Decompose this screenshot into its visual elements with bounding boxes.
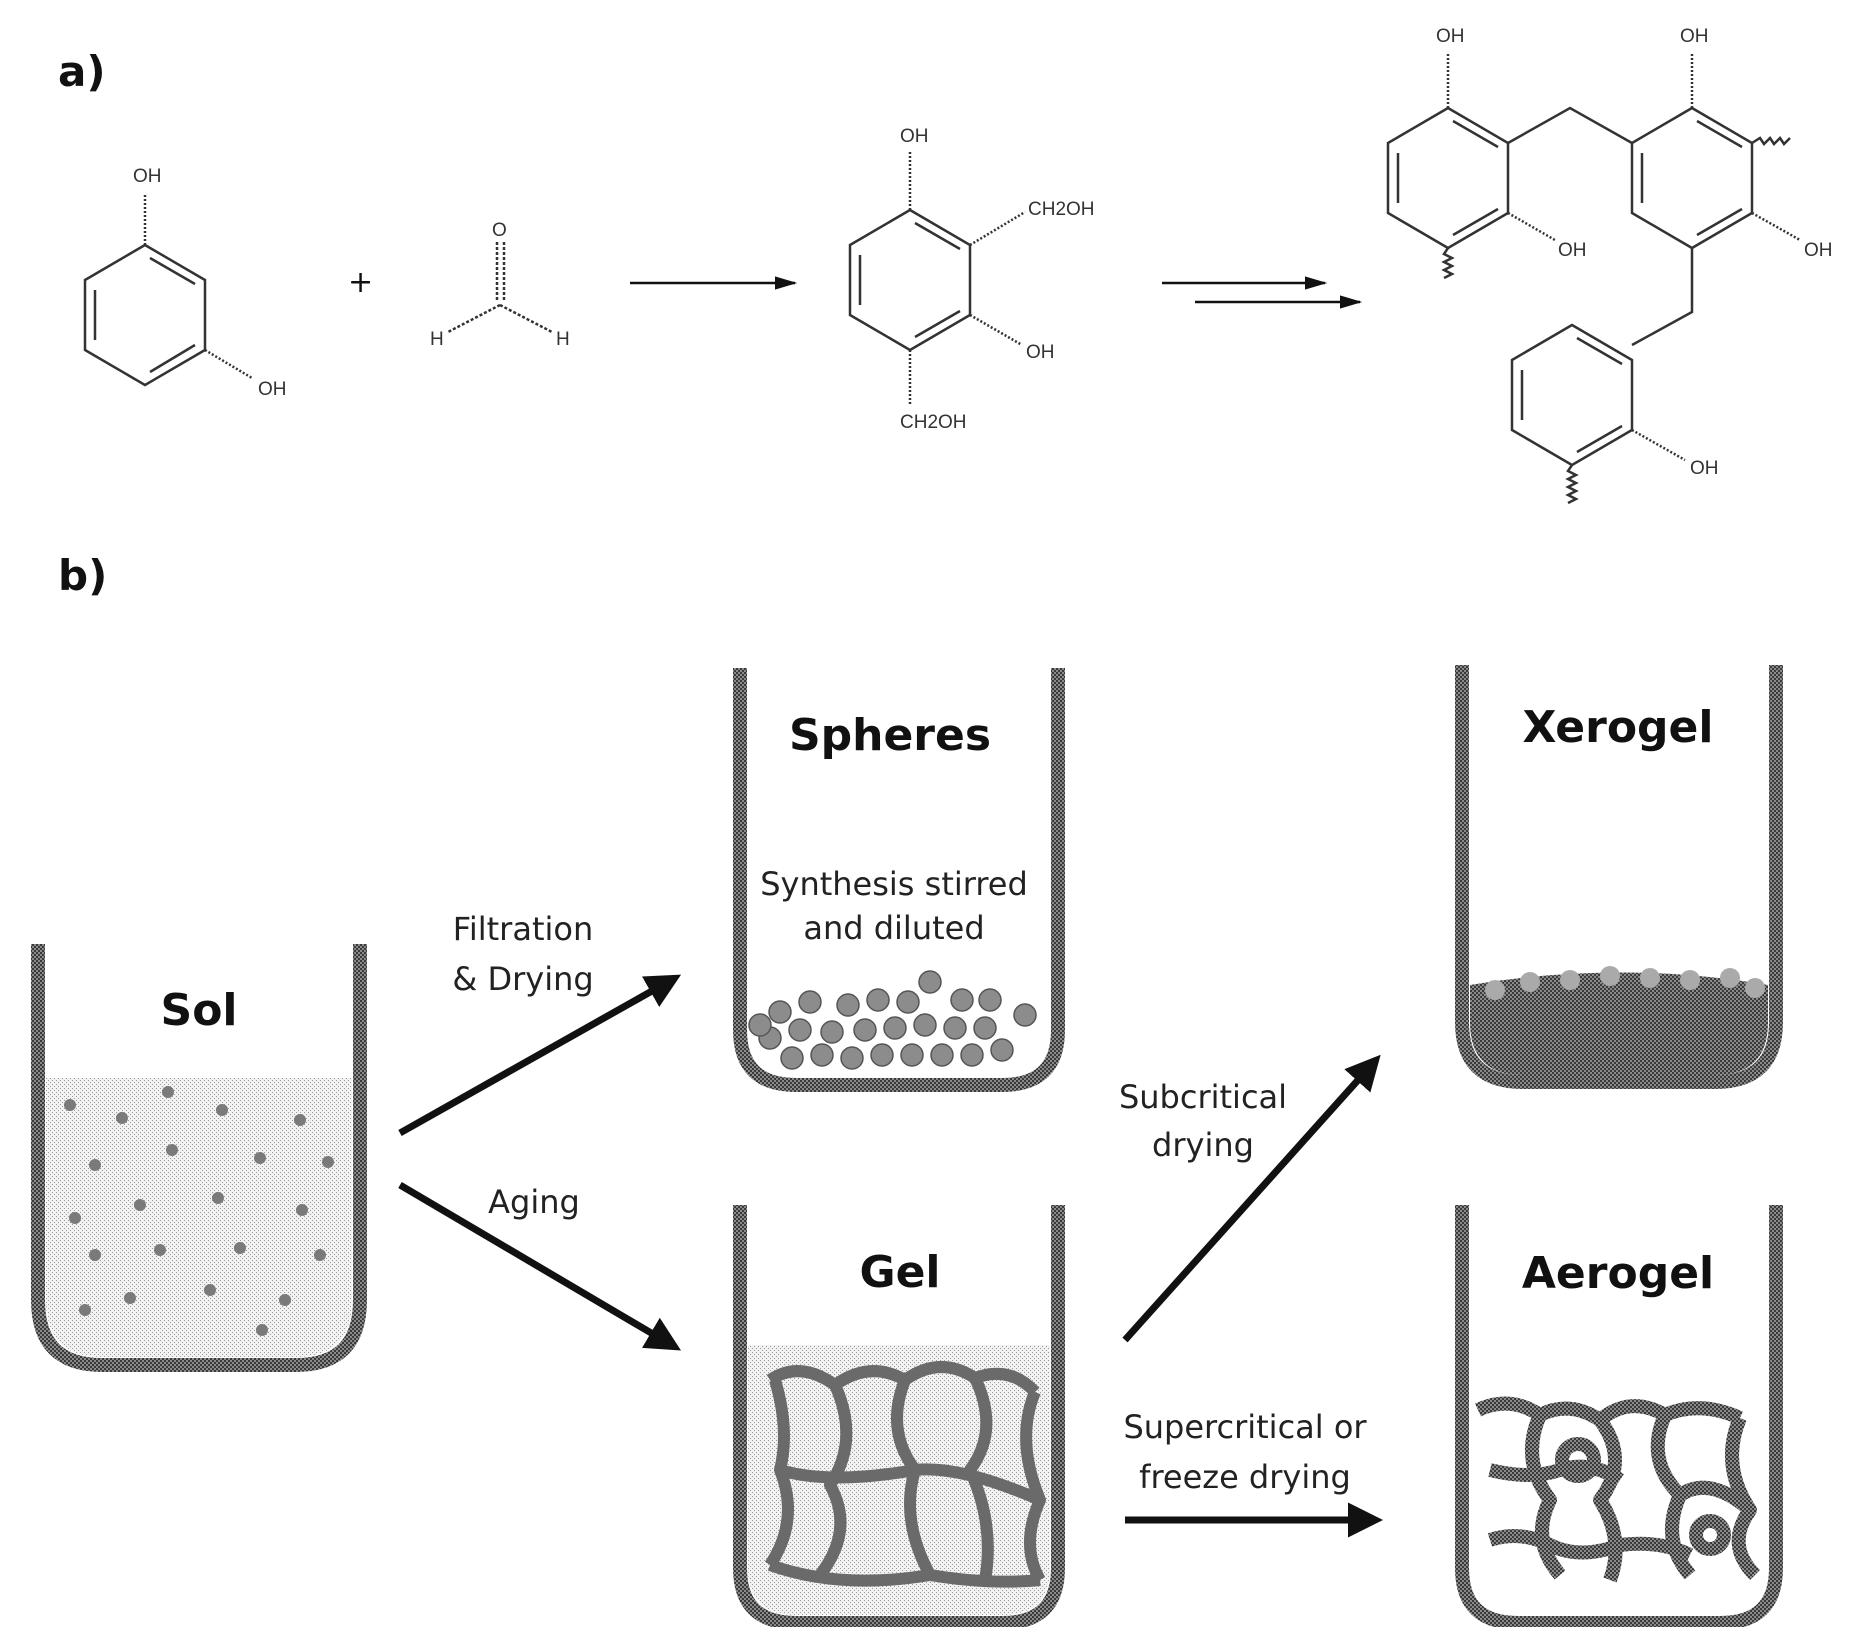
resorcinol-oh-top: OH — [133, 166, 162, 187]
polymer-bond — [1752, 213, 1800, 240]
intermediate-ch2oh-right: CH2OH — [1028, 199, 1095, 220]
xerogel-solid — [1470, 973, 1768, 1076]
polymer-oh-5: OH — [1690, 458, 1719, 479]
formaldehyde-o: O — [492, 220, 507, 241]
methylene-bridge — [1632, 248, 1692, 345]
intermediate-ring — [850, 210, 970, 350]
polymer-bond — [1632, 430, 1685, 460]
spheres-label: Spheres — [789, 710, 991, 761]
step-subcritical-line-2: drying — [1152, 1126, 1254, 1164]
formaldehyde-h-right: H — [556, 329, 570, 350]
intermediate-oh-top: OH — [900, 126, 929, 147]
gel-label: Gel — [859, 1247, 940, 1298]
resorcinol-oh-bottom: OH — [258, 379, 287, 400]
formaldehyde-h-left: H — [430, 329, 444, 350]
sol-label: Sol — [161, 985, 238, 1036]
formaldehyde-molecule — [448, 242, 552, 332]
polymer-oh-3: OH — [1558, 240, 1587, 261]
polymer-oh-2: OH — [1680, 26, 1709, 47]
panel-b-label: b) — [58, 551, 107, 600]
polymer-network — [1388, 52, 1800, 503]
step-filtration-line-1: Filtration — [453, 910, 593, 948]
ch-bond — [500, 305, 552, 332]
step-supercritical-line-1: Supercritical or — [1123, 1408, 1367, 1446]
polymer-wavy-bond — [1568, 465, 1576, 503]
sol-liquid — [46, 1078, 352, 1357]
polymer-ring-1 — [1388, 108, 1508, 248]
polymer-wavy-bond — [1752, 138, 1790, 144]
plus-sign: + — [348, 265, 373, 300]
xerogel-label: Xerogel — [1523, 702, 1714, 753]
polymer-ring-3 — [1512, 325, 1632, 465]
methylene-bridge — [1508, 108, 1632, 143]
spheres-particles — [749, 971, 1036, 1069]
panel-a-label: a) — [58, 47, 106, 96]
resorcinol-bond — [205, 350, 252, 378]
step-aging: Aging — [488, 1183, 580, 1221]
intermediate-molecule — [850, 150, 1025, 405]
polymer-bond — [1508, 213, 1555, 240]
polymer-ring-2 — [1632, 108, 1752, 248]
intermediate-bond — [970, 212, 1025, 245]
arrow-sol-to-spheres — [400, 978, 675, 1133]
aerogel-label: Aerogel — [1522, 1248, 1714, 1299]
intermediate-ch2oh-bottom: CH2OH — [900, 412, 967, 433]
step-filtration-line-2: & Drying — [452, 960, 593, 998]
ch-bond — [448, 305, 500, 332]
spheres-note-line-2: and diluted — [803, 909, 984, 947]
spheres-note-line-1: Synthesis stirred — [760, 865, 1028, 903]
polymer-oh-1: OH — [1436, 26, 1465, 47]
step-subcritical-line-1: Subcritical — [1119, 1078, 1287, 1116]
intermediate-oh-right: OH — [1026, 342, 1055, 363]
resorcinol-molecule — [85, 195, 252, 385]
step-supercritical-line-2: freeze drying — [1139, 1458, 1351, 1496]
polymer-oh-4: OH — [1804, 240, 1833, 261]
polymer-wavy-bond — [1444, 248, 1452, 278]
aerogel-network — [1478, 1404, 1755, 1580]
resorcinol-ring — [85, 245, 205, 385]
intermediate-bond — [970, 315, 1022, 345]
